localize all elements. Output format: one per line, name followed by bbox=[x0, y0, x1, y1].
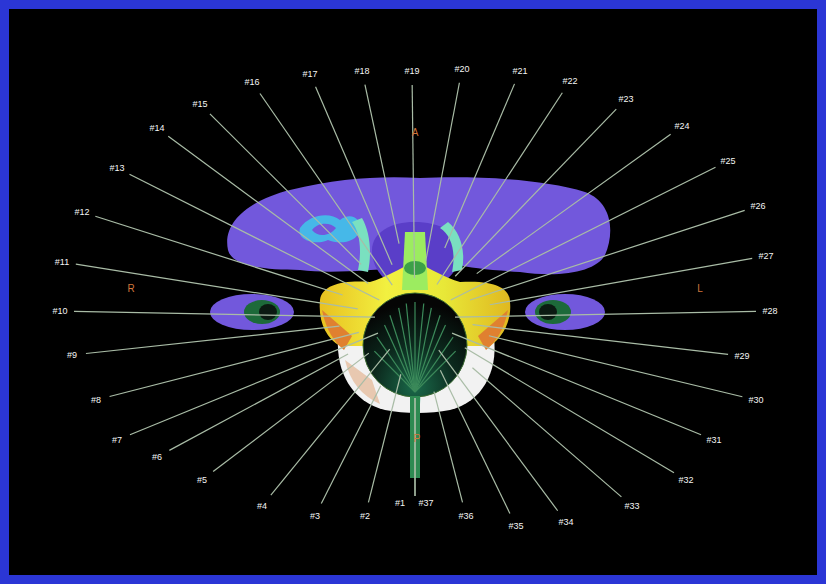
leader-line bbox=[470, 210, 745, 300]
leader-line bbox=[414, 398, 415, 496]
callout-number: #6 bbox=[152, 452, 162, 463]
orientation-letter: P bbox=[414, 433, 421, 444]
fan-ray bbox=[415, 325, 446, 392]
callout-number: #10 bbox=[52, 306, 67, 317]
central-stem bbox=[402, 232, 428, 290]
leader-line bbox=[455, 311, 756, 317]
callout-number: #14 bbox=[149, 123, 164, 134]
callout-number: #25 bbox=[720, 156, 735, 167]
callout-number: #15 bbox=[192, 99, 207, 110]
leader-line bbox=[414, 398, 415, 496]
leader-line bbox=[455, 109, 616, 276]
cyan-inner bbox=[312, 224, 336, 235]
callout-number: #8 bbox=[91, 395, 101, 406]
callout-number: #35 bbox=[508, 521, 523, 532]
leader-line bbox=[445, 84, 515, 248]
leader-line bbox=[426, 83, 460, 261]
leader-line bbox=[434, 392, 463, 503]
callout-number: #2 bbox=[360, 511, 370, 522]
callout-number: #23 bbox=[618, 94, 633, 105]
callout-number: #1 bbox=[395, 498, 405, 509]
leader-line bbox=[210, 114, 361, 265]
callout-number: #13 bbox=[109, 163, 124, 174]
callout-number: #27 bbox=[758, 251, 773, 262]
callout-number: #28 bbox=[762, 306, 777, 317]
callout-number: #9 bbox=[67, 350, 77, 361]
leader-line bbox=[490, 258, 752, 304]
leader-line bbox=[95, 216, 342, 295]
leader-line bbox=[316, 87, 393, 265]
callout-number: #11 bbox=[55, 257, 69, 268]
right-temporal-core bbox=[535, 300, 571, 324]
right-tract bbox=[440, 222, 463, 272]
fan-ray bbox=[415, 308, 431, 392]
leader-line bbox=[440, 370, 510, 513]
orientation-letter: R bbox=[127, 283, 134, 294]
callout-number: #3 bbox=[310, 511, 320, 522]
callout-number: #31 bbox=[706, 435, 721, 446]
leader-line bbox=[368, 374, 400, 502]
callout-number: #22 bbox=[562, 76, 577, 87]
leader-line bbox=[473, 325, 728, 355]
leader-line bbox=[412, 85, 414, 278]
callout-number: #7 bbox=[112, 435, 122, 446]
leader-line bbox=[321, 386, 380, 504]
leader-line bbox=[168, 136, 368, 283]
left-temporal bbox=[210, 294, 294, 330]
leader-line bbox=[365, 85, 399, 244]
callout-number: #12 bbox=[74, 207, 89, 218]
callout-number: #30 bbox=[748, 395, 763, 406]
right-temporal-dark bbox=[539, 304, 557, 320]
leader-line bbox=[86, 326, 340, 353]
leader-line bbox=[465, 348, 674, 473]
fan-ray bbox=[390, 315, 415, 392]
left-temporal-dark bbox=[259, 304, 277, 320]
callout-number: #19 bbox=[404, 66, 419, 77]
leader-line bbox=[271, 349, 390, 495]
leader-line bbox=[110, 332, 359, 396]
callout-number: #24 bbox=[674, 121, 689, 132]
orientation-letter: L bbox=[697, 283, 703, 294]
callout-number: #17 bbox=[302, 69, 317, 80]
leader-line bbox=[130, 333, 378, 435]
leader-line bbox=[213, 353, 369, 471]
fan-ray bbox=[377, 337, 415, 392]
callout-number: #20 bbox=[454, 64, 469, 75]
callout-number: #4 bbox=[257, 501, 267, 512]
left-temporal-core bbox=[244, 300, 280, 324]
callout-number: #36 bbox=[458, 511, 473, 522]
background bbox=[9, 9, 817, 575]
callout-number: #33 bbox=[624, 501, 639, 512]
callout-number: #29 bbox=[734, 351, 749, 362]
cyan-structure bbox=[299, 215, 360, 242]
orientation-letter: A bbox=[412, 127, 419, 138]
callout-number: #21 bbox=[512, 66, 527, 77]
leader-line bbox=[451, 167, 716, 300]
leader-line bbox=[130, 174, 380, 300]
callout-number: #32 bbox=[678, 475, 693, 486]
fan-rays bbox=[374, 302, 455, 392]
callout-number: #37 bbox=[418, 498, 433, 509]
leader-line bbox=[489, 336, 742, 397]
fan-ray bbox=[384, 325, 415, 392]
leader-lines bbox=[74, 83, 756, 514]
callout-number: #26 bbox=[750, 201, 765, 212]
fan-circle bbox=[363, 293, 467, 397]
callout-number: #18 bbox=[354, 66, 369, 77]
fan-ray bbox=[414, 302, 415, 392]
callout-number: #5 bbox=[197, 475, 207, 486]
leader-line bbox=[472, 368, 621, 497]
callout-number: #34 bbox=[558, 517, 573, 528]
leader-line bbox=[439, 350, 558, 511]
leader-line bbox=[74, 311, 375, 317]
fan-ray bbox=[415, 304, 424, 392]
callout-number: #16 bbox=[244, 77, 259, 88]
leader-line bbox=[169, 354, 348, 450]
leader-line bbox=[437, 93, 562, 285]
right-temporal bbox=[525, 294, 605, 330]
